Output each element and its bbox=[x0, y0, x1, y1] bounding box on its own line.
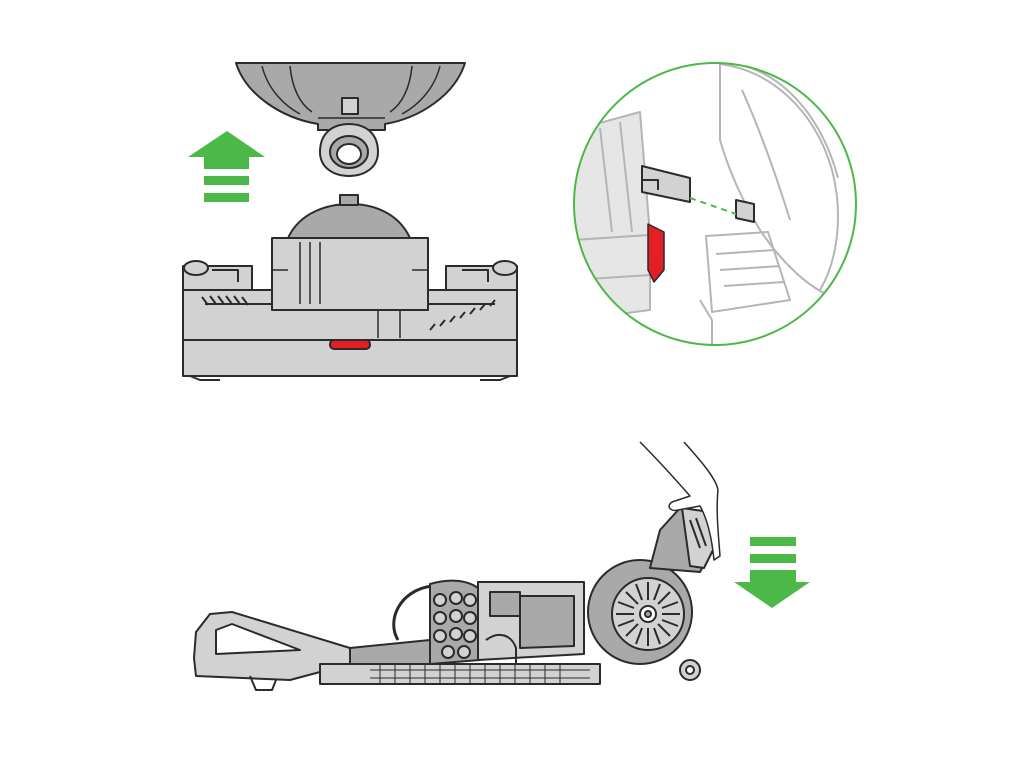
wand-handle bbox=[193, 611, 351, 691]
release-button-icon bbox=[647, 223, 665, 283]
ball-neck-connector bbox=[319, 123, 379, 177]
down-arrow-icon bbox=[734, 537, 810, 608]
release-catch-icon bbox=[329, 339, 371, 350]
cyclone-assembly bbox=[392, 579, 585, 665]
cleaner-head bbox=[182, 194, 518, 381]
detail-inset-ring bbox=[573, 62, 857, 346]
step-release-catch-detail bbox=[573, 62, 857, 346]
brush-bristles bbox=[201, 295, 496, 331]
wand-tube bbox=[319, 639, 601, 685]
clip-mechanism bbox=[641, 165, 755, 223]
hand-icon bbox=[639, 441, 721, 561]
faded-cyclone-base bbox=[699, 231, 791, 345]
step-lower-machine bbox=[193, 441, 810, 691]
faded-cleaner-part bbox=[574, 111, 651, 321]
motor-ball bbox=[587, 559, 701, 681]
motor-vent-icon bbox=[616, 582, 680, 646]
step-detach-cleaner-head bbox=[182, 62, 518, 381]
ball-body bbox=[235, 62, 466, 131]
upright-body bbox=[649, 507, 715, 573]
up-arrow-icon bbox=[188, 131, 265, 202]
